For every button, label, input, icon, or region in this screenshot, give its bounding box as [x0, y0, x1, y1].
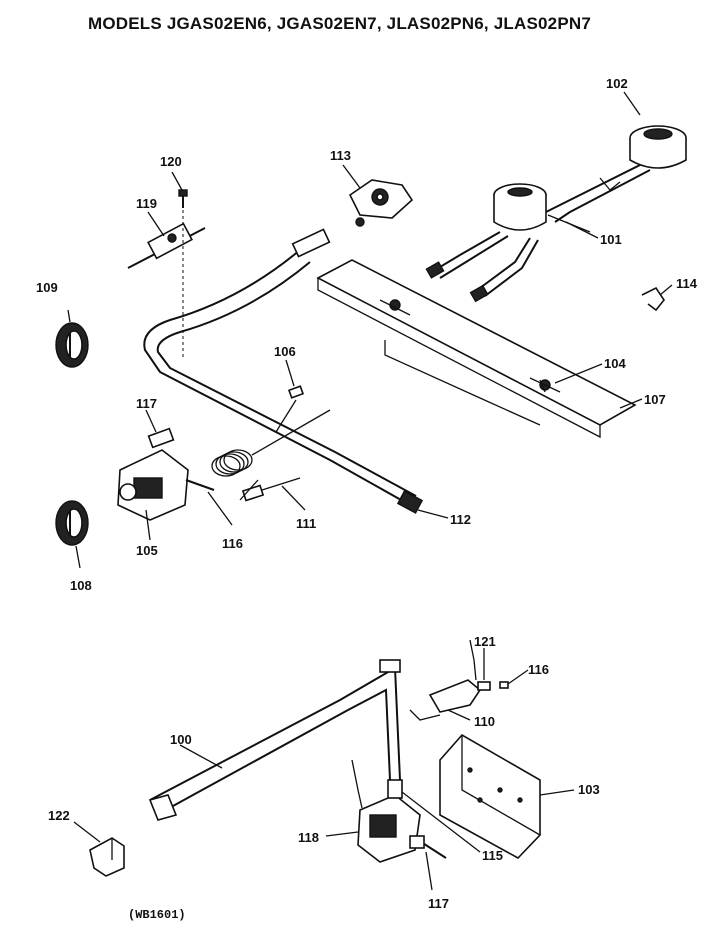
label-118: 118 [298, 830, 319, 845]
label-105: 105 [136, 543, 158, 558]
screw-120 [178, 189, 188, 360]
label-110: 110 [474, 714, 495, 729]
valve-assembly-118 [351, 759, 447, 863]
page-title: MODELS JGAS02EN6, JGAS02EN7, JLAS02PN6, … [88, 14, 591, 33]
gas-manifold-tube [143, 228, 424, 514]
label-116-bottom: 116 [528, 662, 549, 677]
label-117-bottom: 117 [428, 896, 449, 911]
label-107: 107 [644, 392, 666, 407]
bracket-122 [89, 837, 125, 877]
wire-104 [384, 340, 546, 426]
diagram-code: (WB1601) [128, 908, 186, 922]
label-101: 101 [600, 232, 622, 247]
burner-bracket-107 [316, 259, 637, 439]
label-119: 119 [136, 196, 157, 211]
orifice-holder-113 [348, 179, 414, 227]
label-103: 103 [578, 782, 600, 797]
burner-102 [539, 125, 687, 223]
label-102: 102 [606, 76, 628, 91]
label-104: 104 [604, 356, 626, 371]
label-115: 115 [482, 848, 503, 863]
burner-101 [425, 183, 591, 303]
clip-114 [641, 286, 665, 312]
thermocouple-111 [239, 477, 301, 502]
knob-109 [55, 322, 89, 368]
label-111: 111 [296, 516, 316, 531]
label-116-top: 116 [222, 536, 243, 551]
label-120: 120 [160, 154, 182, 169]
label-122: 122 [48, 808, 70, 823]
label-109: 109 [36, 280, 58, 295]
label-117-top: 117 [136, 396, 157, 411]
plate-103 [439, 733, 541, 859]
knob-108 [55, 500, 89, 546]
valve-119 [127, 222, 206, 269]
oven-valve-105 [117, 427, 215, 521]
label-121: 121 [474, 634, 496, 649]
tube-100 [148, 659, 401, 821]
label-108: 108 [70, 578, 92, 593]
bracket-110 [409, 639, 482, 721]
fitting-121 [477, 681, 491, 691]
fitting-116-bottom [499, 681, 509, 689]
leader-lines [67, 91, 673, 891]
label-113: 113 [330, 148, 351, 163]
label-114: 114 [676, 276, 698, 291]
spring-coil [211, 409, 331, 477]
label-112: 112 [450, 512, 471, 527]
connector-106 [275, 385, 305, 433]
label-106: 106 [274, 344, 296, 359]
label-100: 100 [170, 732, 192, 747]
